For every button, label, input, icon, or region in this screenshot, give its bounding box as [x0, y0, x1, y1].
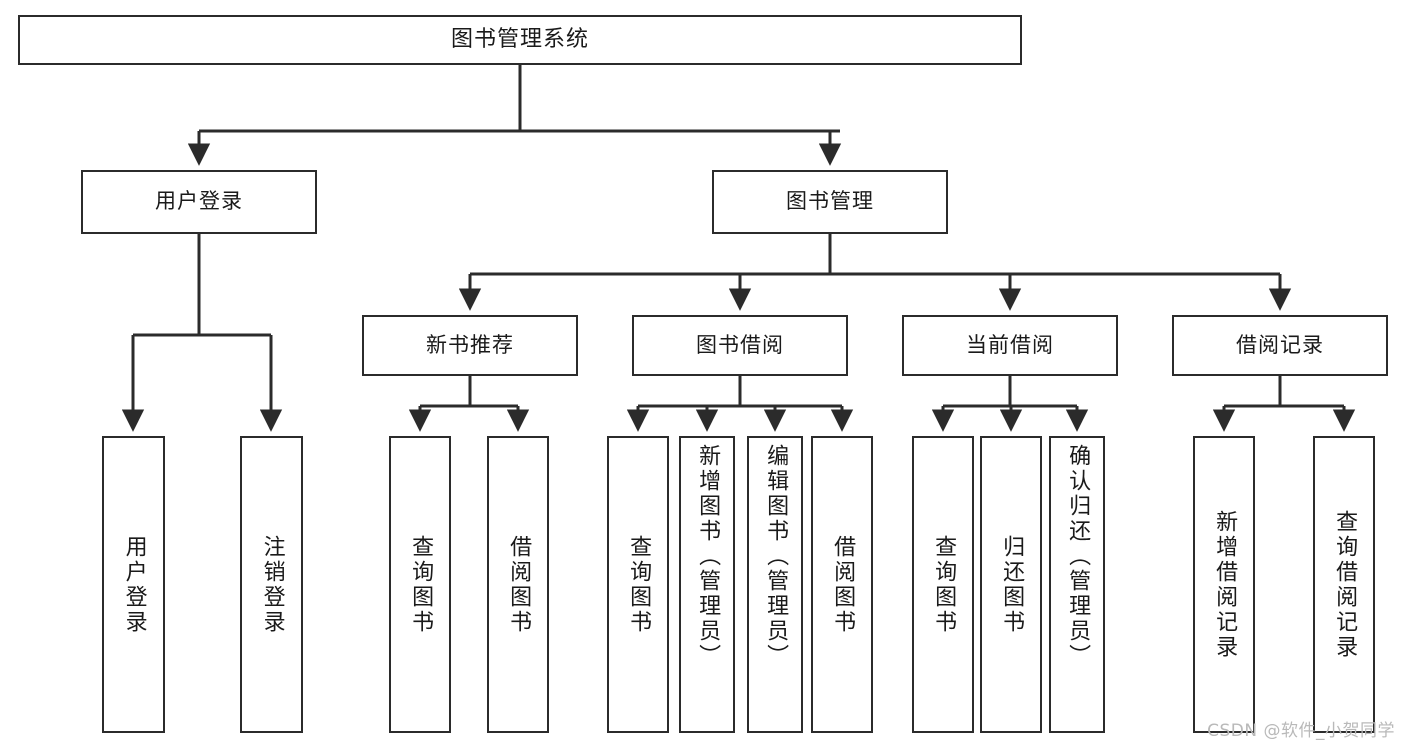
csdn-watermark: CSDN @软件_小贺同学 [1207, 721, 1395, 741]
node-leaf-borrow-book-newbook[interactable]: 借阅图书 [487, 436, 549, 733]
node-label: 查询图书 [408, 534, 434, 635]
node-leaf-confirm-return-admin[interactable]: 确认归还（管理员） [1049, 436, 1105, 733]
node-label: 图书借阅 [696, 332, 784, 357]
node-book-borrowing[interactable]: 图书借阅 [632, 315, 848, 376]
node-label: 借阅记录 [1236, 332, 1324, 357]
node-label: 确认归还（管理员） [1065, 444, 1091, 669]
node-label: 用户登录 [155, 189, 243, 214]
node-leaf-query-book-newbook[interactable]: 查询图书 [389, 436, 451, 733]
node-borrowing-records[interactable]: 借阅记录 [1172, 315, 1388, 376]
node-user-login[interactable]: 用户登录 [81, 170, 317, 234]
node-label: 查询图书 [931, 534, 957, 635]
node-root-book-management-system[interactable]: 图书管理系统 [18, 15, 1022, 65]
node-leaf-add-borrow-record[interactable]: 新增借阅记录 [1193, 436, 1255, 733]
node-label: 归还图书 [999, 534, 1025, 635]
node-leaf-query-book-current[interactable]: 查询图书 [912, 436, 974, 733]
node-label: 用户登录 [121, 534, 147, 635]
node-current-borrowing[interactable]: 当前借阅 [902, 315, 1118, 376]
node-leaf-return-book[interactable]: 归还图书 [980, 436, 1042, 733]
node-leaf-query-book-borrow[interactable]: 查询图书 [607, 436, 669, 733]
node-label: 新增图书（管理员） [695, 444, 721, 669]
node-book-management[interactable]: 图书管理 [712, 170, 948, 234]
node-label: 编辑图书（管理员） [763, 444, 789, 669]
node-label: 当前借阅 [966, 332, 1054, 357]
node-label: 图书管理系统 [450, 26, 589, 52]
node-leaf-logout[interactable]: 注销登录 [240, 436, 303, 733]
node-leaf-query-borrow-record[interactable]: 查询借阅记录 [1313, 436, 1375, 733]
node-label: 查询借阅记录 [1332, 509, 1358, 660]
node-leaf-edit-book-admin[interactable]: 编辑图书（管理员） [747, 436, 803, 733]
node-label: 注销登录 [259, 534, 285, 635]
node-label: 查询图书 [626, 534, 652, 635]
node-leaf-user-login[interactable]: 用户登录 [102, 436, 165, 733]
node-label: 图书管理 [786, 189, 874, 214]
node-leaf-add-book-admin[interactable]: 新增图书（管理员） [679, 436, 735, 733]
node-leaf-borrow-book[interactable]: 借阅图书 [811, 436, 873, 733]
node-label: 借阅图书 [830, 534, 856, 635]
node-new-book-recommendation[interactable]: 新书推荐 [362, 315, 578, 376]
node-label: 新增借阅记录 [1212, 509, 1238, 660]
node-label: 借阅图书 [506, 534, 532, 635]
node-label: 新书推荐 [426, 332, 514, 357]
